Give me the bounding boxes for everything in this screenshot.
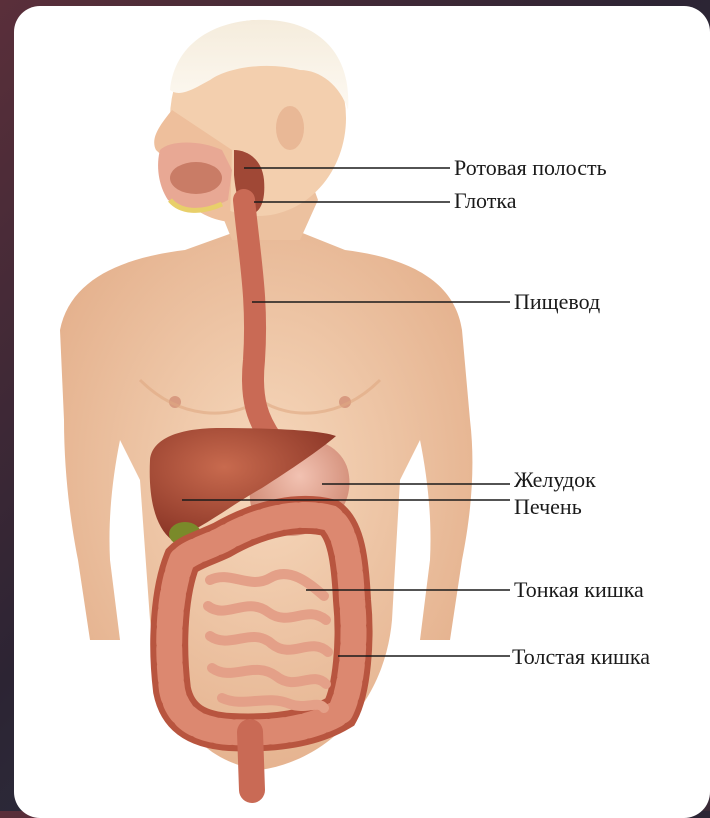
label-pharynx: Глотка bbox=[454, 190, 517, 212]
oral-cavity bbox=[158, 143, 232, 211]
label-large-intestine: Толстая кишка bbox=[512, 646, 650, 668]
label-esophagus: Пищевод bbox=[514, 291, 600, 313]
label-small-intestine: Тонкая кишка bbox=[514, 579, 644, 601]
label-stomach: Желудок bbox=[514, 469, 596, 491]
anatomy-illustration bbox=[14, 6, 710, 811]
label-liver: Печень bbox=[514, 496, 582, 518]
diagram-card: Ротовая полость Глотка Пищевод Желудок П… bbox=[14, 6, 710, 818]
body-silhouette bbox=[60, 20, 472, 770]
label-oral-cavity: Ротовая полость bbox=[454, 157, 607, 179]
